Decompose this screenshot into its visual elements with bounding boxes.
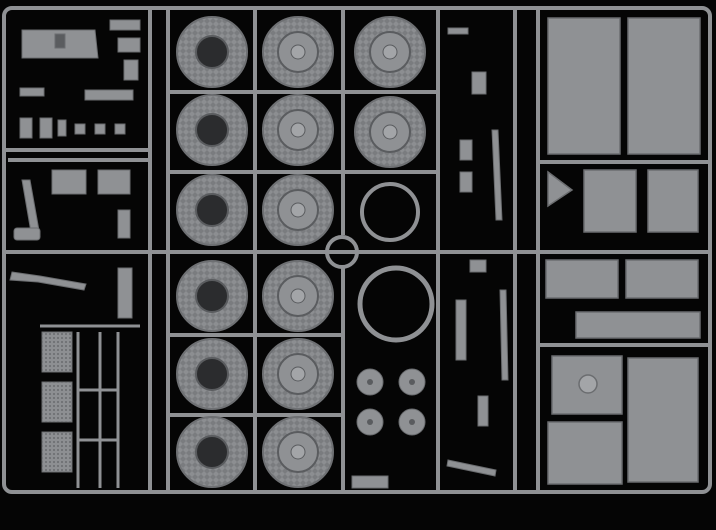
top-left-parts: [19, 19, 141, 139]
rings-and-discs: [351, 16, 435, 489]
hub-cap: [290, 44, 306, 60]
rod-parts: [446, 27, 509, 477]
tire-bore: [195, 435, 229, 469]
tire-bore: [195, 35, 229, 69]
hub-cap: [290, 444, 306, 460]
tire-bore: [195, 113, 229, 147]
hub-cap: [290, 288, 306, 304]
tire-bore: [195, 193, 229, 227]
tire-bore: [195, 357, 229, 391]
panel-plates: [545, 17, 701, 485]
hub-cap: [290, 202, 306, 218]
hub-cap: [290, 366, 306, 382]
center-hub-ring: [325, 235, 359, 269]
mesh-racks: [40, 324, 140, 488]
sprue-frame: [2, 6, 712, 494]
tire-bore: [195, 279, 229, 313]
tire-grid: [176, 16, 334, 488]
hub-cap: [290, 122, 306, 138]
left-mid-parts: [9, 169, 133, 319]
